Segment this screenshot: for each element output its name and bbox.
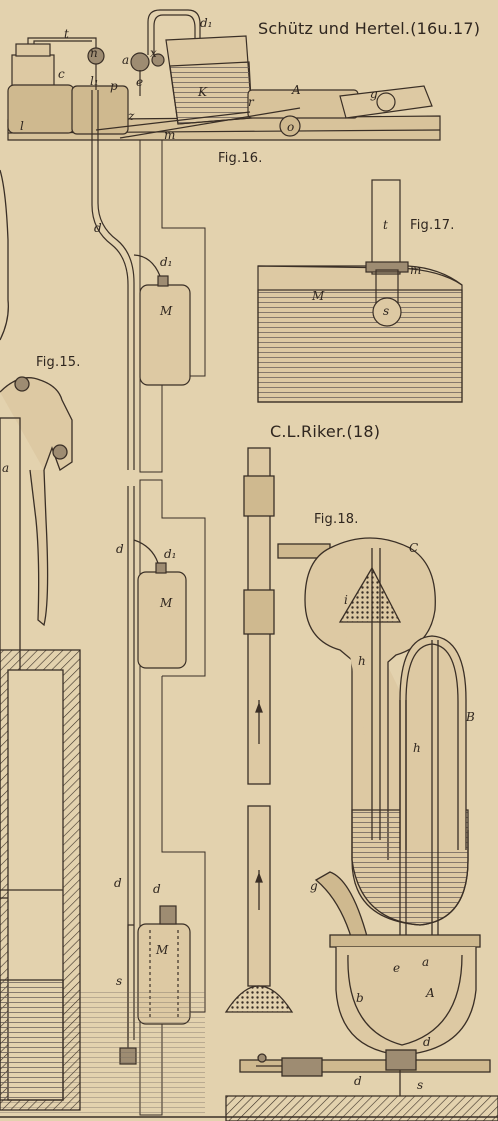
fig15-pump-fragment	[0, 169, 81, 1111]
fig16-label-d-left: d	[94, 221, 102, 235]
fig16-label-M-upper: M	[160, 304, 173, 318]
fig16-bottles	[119, 254, 191, 1065]
fig17-float-detail	[257, 179, 463, 403]
riker-title: C.L.Riker.(18)	[270, 422, 381, 441]
fig16-label-M-lower: M	[156, 943, 169, 957]
fig16-label-d-mid: d	[116, 542, 124, 556]
fig16-label-K: K	[198, 85, 207, 99]
fig15-label-a: a	[2, 461, 10, 475]
fig16-label-t: t	[64, 27, 69, 41]
fig18-label-d-right: d	[423, 1035, 431, 1049]
fig16-caption: Fig.16.	[218, 151, 263, 166]
fig16-label-d-low2: d	[153, 882, 161, 896]
fig18-label-i: i	[344, 593, 348, 607]
fig18-label-h-upper: h	[358, 654, 366, 668]
fig18-label-b: b	[356, 991, 364, 1005]
fig18-label-h-lower: h	[413, 741, 421, 755]
fig17-caption: Fig.17.	[410, 218, 455, 233]
fig16-label-a: a	[122, 53, 130, 67]
fig18-label-s: s	[417, 1078, 424, 1092]
fig16-label-s: s	[116, 974, 123, 988]
fig16-label-d1-low: d₁	[164, 547, 177, 561]
fig16-label-m: m	[164, 128, 176, 142]
fig16-label-d1-mid: d₁	[160, 255, 173, 269]
fig16-label-d-low: d	[114, 876, 122, 890]
fig16-label-g: g	[370, 87, 378, 101]
fig17-label-M: M	[312, 289, 325, 303]
fig18-label-B: B	[466, 710, 475, 724]
fig18-label-A: A	[426, 986, 435, 1000]
fig16-label-e: e	[136, 75, 144, 89]
fig16-label-A: A	[292, 83, 301, 97]
fig17-label-s: s	[383, 304, 390, 318]
plate-header-title: Schütz und Hertel.(16u.17)	[258, 19, 481, 38]
fig16-label-M-middle: M	[160, 596, 173, 610]
fig15-caption: Fig.15.	[36, 355, 81, 370]
fig16-label-x: x	[150, 46, 157, 60]
fig18-label-g: g	[310, 879, 318, 893]
fig16-label-p: p	[110, 79, 118, 93]
fig16-label-d1-top: d₁	[200, 16, 213, 30]
fig17-label-t: t	[383, 218, 388, 232]
fig16-label-l: l	[20, 119, 24, 133]
fig18-caption: Fig.18.	[314, 512, 359, 527]
fig18-label-d-base: d	[354, 1074, 362, 1088]
fig18-label-a: a	[422, 955, 430, 969]
fig16-label-c: c	[58, 67, 65, 81]
fig16-label-o: o	[287, 120, 295, 134]
fig18-label-e: e	[393, 961, 401, 975]
fig17-label-m: m	[410, 263, 422, 277]
fig16-label-r: r	[248, 95, 254, 109]
fig16-label-l1: l₁	[90, 74, 99, 88]
fig16-label-n: n	[90, 46, 98, 60]
fig18-riker-apparatus	[224, 447, 498, 1121]
fig16-label-z: z	[128, 109, 135, 123]
fig16-top-apparatus	[7, 9, 441, 1040]
fig18-label-C: C	[409, 541, 419, 555]
